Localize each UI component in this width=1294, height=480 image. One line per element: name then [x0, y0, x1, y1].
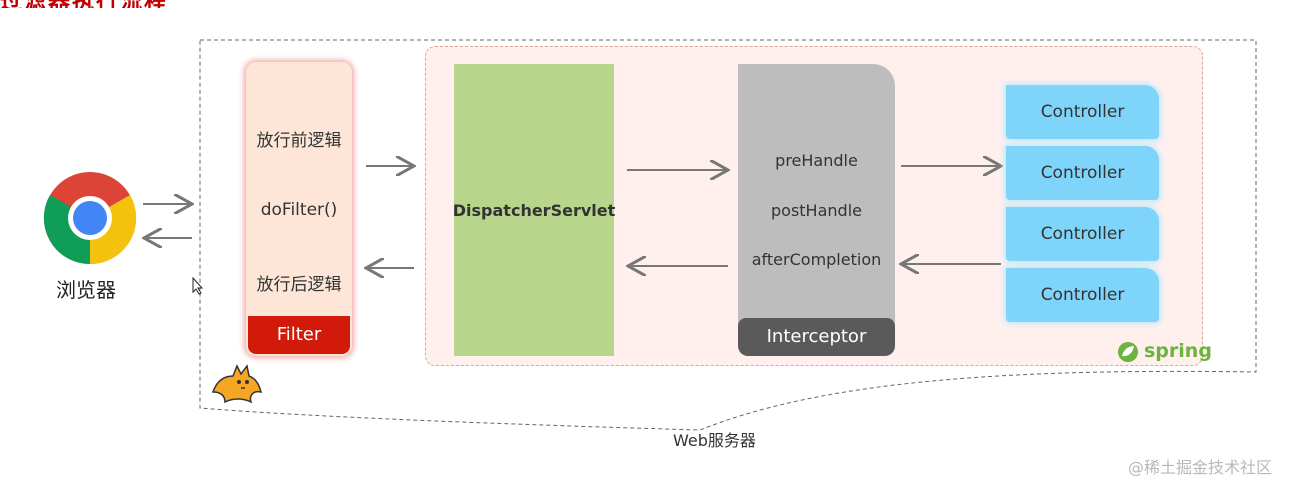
controller-box: Controller [1006, 207, 1159, 261]
interceptor-posthandle: postHandle [771, 201, 862, 220]
filter-after-text: 放行后逻辑 [256, 275, 342, 295]
filter-footer: Filter [248, 316, 350, 354]
controller-box: Controller [1006, 146, 1159, 200]
interceptor-box: preHandle postHandle afterCompletion Int… [738, 64, 895, 356]
watermark: @稀土掘金技术社区 [1128, 458, 1273, 477]
tomcat-icon [211, 364, 263, 404]
interceptor-prehandle: preHandle [775, 151, 858, 170]
web-server-label: Web服务器 [673, 431, 756, 450]
chrome-icon [43, 172, 137, 265]
filter-box: 放行前逻辑 doFilter() 放行后逻辑 Filter [246, 62, 352, 356]
filter-before-text: 放行前逻辑 [256, 131, 342, 151]
interceptor-aftercompletion: afterCompletion [751, 250, 882, 269]
spring-logo-text: spring [1144, 340, 1212, 362]
mouse-cursor-icon [192, 277, 204, 295]
browser-label: 浏览器 [56, 278, 116, 302]
filter-call-text: doFilter() [260, 200, 338, 220]
dispatcher-servlet-box: DispatcherServlet [453, 64, 615, 356]
controller-box: Controller [1006, 85, 1159, 139]
interceptor-footer: Interceptor [738, 318, 895, 356]
page-title: 过滤器执行流程 [0, 0, 250, 8]
spring-leaf-icon [1118, 342, 1138, 362]
controller-box: Controller [1006, 268, 1159, 322]
